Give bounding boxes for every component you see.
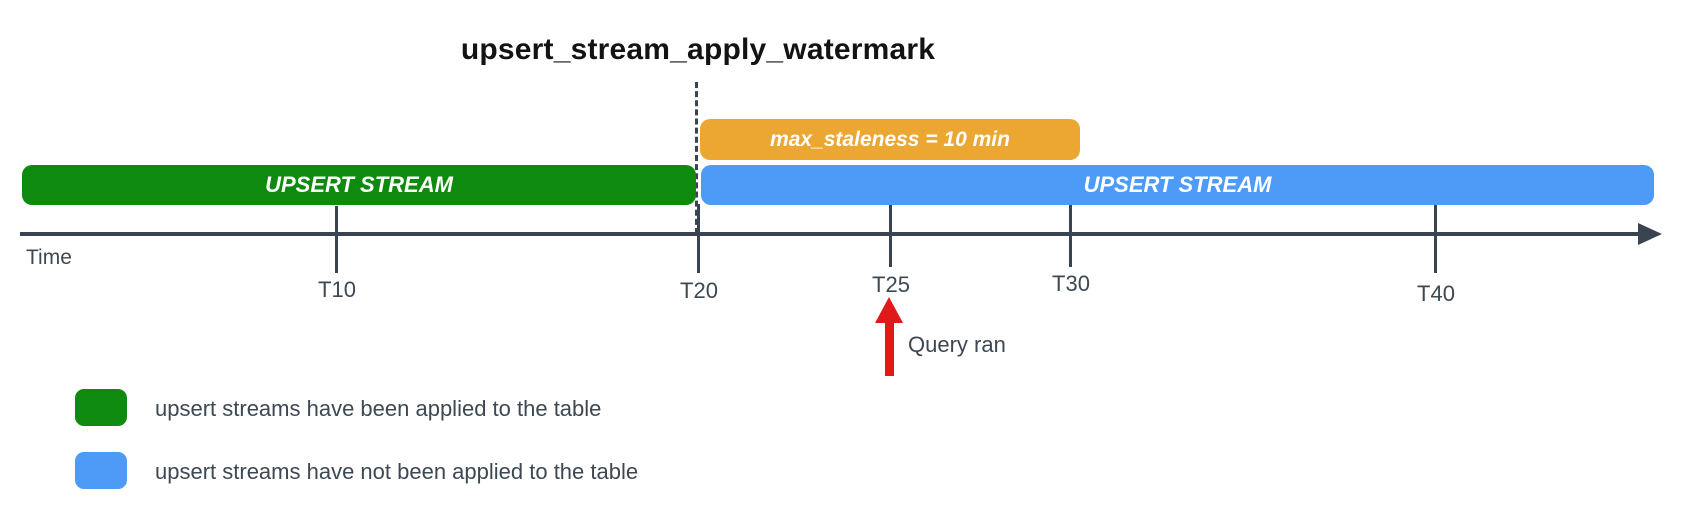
watermark-dashed-line [695,82,698,234]
tick-t30 [1069,205,1072,267]
tick-label-t40: T40 [1417,281,1455,306]
tick-label-t10: T10 [318,277,356,302]
applied-stream-bar-label: UPSERT STREAM [265,172,453,197]
tick-t25 [889,205,892,267]
query-ran-label: Query ran [908,332,1006,357]
legend-swatch-unapplied [75,452,127,489]
timeline-axis [20,232,1640,236]
axis-arrowhead-icon [1638,223,1662,245]
tick-label-t20: T20 [680,278,718,303]
staleness-bar-label: max_staleness = 10 min [770,127,1010,151]
query-ran-arrow-head-icon [875,297,903,323]
unapplied-stream-bar-label: UPSERT STREAM [1083,172,1272,197]
tick-label-t25: T25 [872,272,910,297]
legend-swatch-applied [75,389,127,426]
query-ran-arrow-shaft [885,320,894,376]
tick-t40 [1434,205,1437,273]
staleness-bar: max_staleness = 10 min [700,119,1080,160]
legend-label-unapplied: upsert streams have not been applied to … [155,459,639,484]
unapplied-stream-bar: UPSERT STREAM [701,165,1654,205]
tick-t10 [335,206,338,273]
applied-stream-bar: UPSERT STREAM [22,165,696,205]
tick-label-t30: T30 [1052,271,1090,296]
time-axis-label: Time [26,246,72,269]
tick-t20 [697,204,700,273]
diagram-title: upsert_stream_apply_watermark [460,33,936,66]
legend-label-applied: upsert streams have been applied to the … [155,396,602,421]
